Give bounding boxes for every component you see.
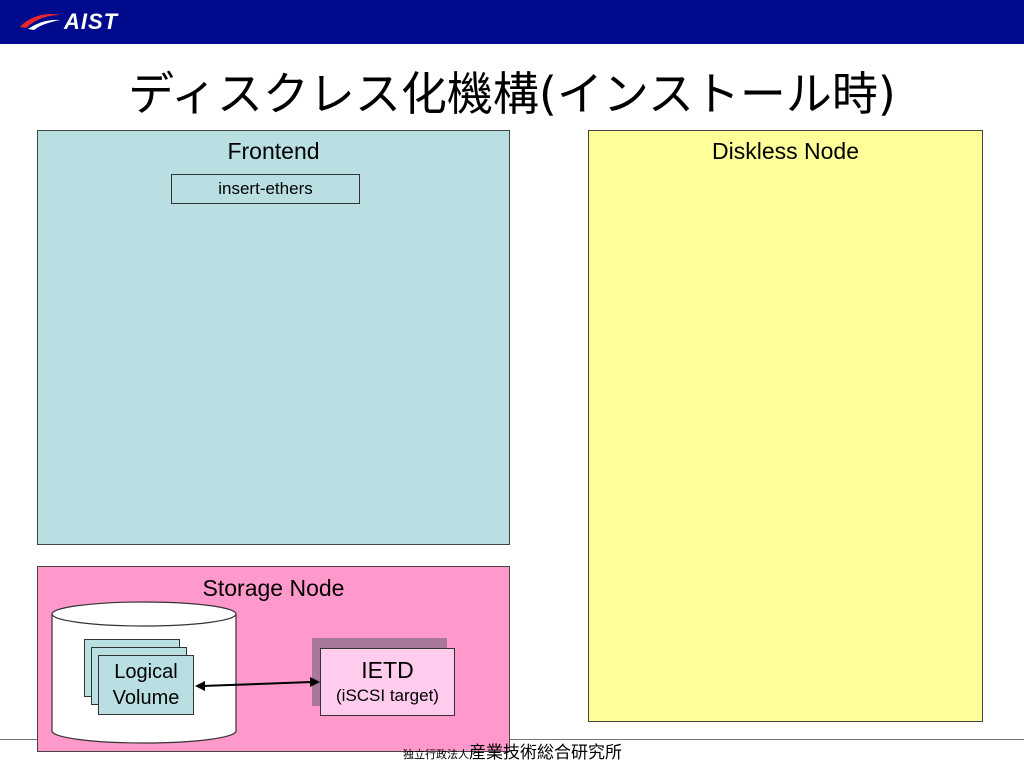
diskless-node-label: Diskless Node <box>712 138 859 164</box>
frontend-label: Frontend <box>227 138 320 164</box>
footer-text: 産業技術総合研究所 <box>469 743 622 763</box>
footer-organization: 独立行政法人産業技術総合研究所 <box>403 743 622 765</box>
insert-ethers-box: insert-ethers <box>171 174 360 204</box>
swoosh-icon <box>20 14 60 30</box>
logical-volume-line2: Volume <box>112 687 180 709</box>
footer-divider-left <box>0 739 37 740</box>
page-title: ディスクレス化機構(インストール時) <box>128 67 896 121</box>
logo-text: AIST <box>64 9 119 34</box>
footer-divider-right <box>510 739 1024 740</box>
header-bar: AIST <box>0 0 1024 44</box>
logical-volume-box: Logical Volume <box>98 655 194 715</box>
ietd-box: IETD (iSCSI target) <box>320 648 455 716</box>
footer-small-text: 独立行政法人 <box>403 748 469 761</box>
logical-volume-line1: Logical <box>114 661 178 683</box>
double-arrow-connector <box>195 677 320 691</box>
aist-logo: AIST <box>18 8 138 36</box>
storage-node-label: Storage Node <box>202 575 345 601</box>
diskless-node-box: Diskless Node <box>588 130 983 722</box>
ietd-label: IETD <box>361 657 414 683</box>
ietd-sublabel: (iSCSI target) <box>336 686 439 705</box>
